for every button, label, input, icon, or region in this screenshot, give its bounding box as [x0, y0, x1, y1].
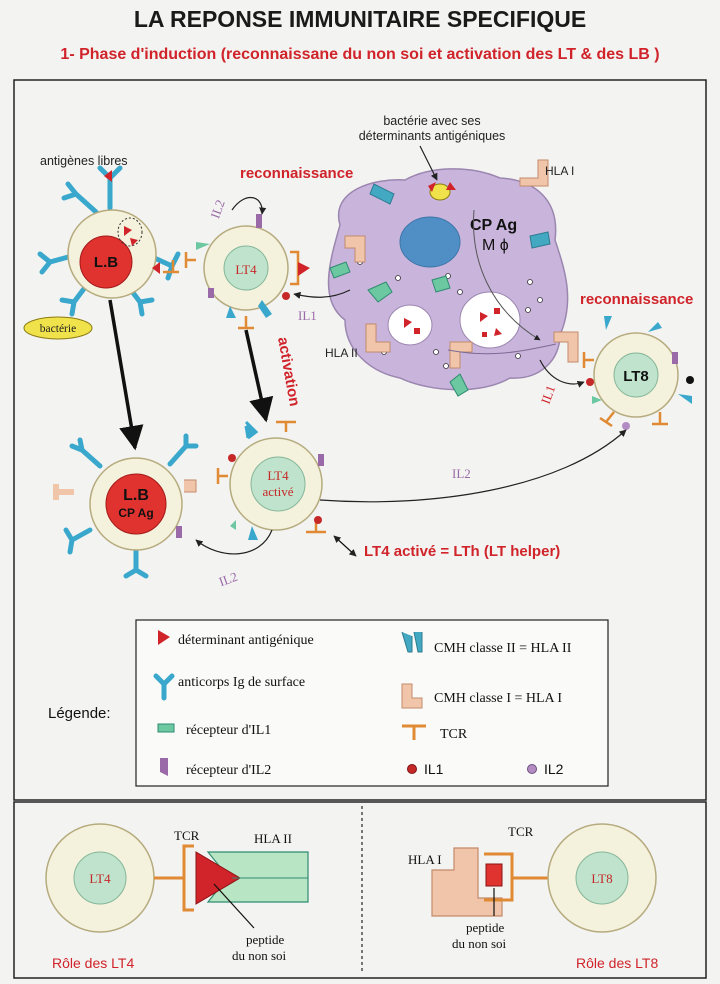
legend-hla2: CMH classe II = HLA II	[434, 641, 572, 656]
il2-long-label: IL2	[452, 466, 471, 481]
il2-autocrine-arrow	[231, 197, 267, 215]
presentation-arrow	[447, 343, 557, 355]
macrophage-nucleus	[399, 216, 461, 268]
il2-dot-icon	[527, 764, 537, 774]
recognition-2: reconnaissance	[580, 291, 693, 308]
hla1-icon	[401, 683, 423, 709]
tcr-icon	[402, 724, 426, 740]
role-lt4-title: Rôle des LT4	[52, 955, 134, 971]
lt8-cell	[582, 316, 694, 430]
bacteria-note-2: déterminants antigéniques	[359, 129, 506, 143]
hla1-label: HLA I	[545, 164, 574, 178]
lb-cell	[37, 165, 181, 317]
il2-bottom-label: IL2	[217, 569, 240, 590]
legend-il1: IL1	[424, 761, 444, 777]
role-hla2: HLA II	[254, 831, 292, 846]
legend-il2: IL2	[544, 761, 564, 777]
role-tcr-left: TCR	[174, 828, 200, 843]
bacteria-note-1: bactérie avec ses	[383, 114, 480, 128]
lb-cpag-label-1: L.B	[123, 487, 149, 504]
il1-dot-icon	[407, 764, 417, 774]
lth-double-arrow	[333, 535, 357, 557]
legend-antibody: anticorps Ig de surface	[178, 675, 305, 690]
role-lt8-cell-label: LT8	[591, 871, 612, 886]
lth-label: LT4 activé = LTh (LT helper)	[364, 543, 560, 560]
legend-tcr: TCR	[440, 727, 468, 742]
il2-top-label: IL2	[207, 198, 228, 221]
diagram-frame	[13, 79, 707, 801]
recognition-1: reconnaissance	[240, 165, 353, 182]
lt4-active-cell	[216, 420, 326, 540]
antigen-processing-arrow	[473, 209, 541, 341]
bacteria-note-arrow	[419, 145, 438, 181]
il2-to-lb-arrow	[195, 529, 273, 555]
macrophage	[327, 159, 579, 397]
page-title: LA REPONSE IMMUNITAIRE SPECIFIQUE	[133, 6, 587, 32]
legend-box	[135, 619, 609, 787]
lt4-cell	[184, 214, 310, 330]
legend-il2-receptor: récepteur d'IL2	[186, 763, 271, 778]
lb-activation-arrow	[108, 299, 144, 451]
role-hla1: HLA I	[408, 852, 442, 867]
triangle-icon	[158, 630, 170, 645]
il1-to-lt4-arrow	[293, 289, 351, 299]
lb-cpag-label-2: CP Ag	[118, 506, 153, 520]
il1-mid-label: IL1	[298, 308, 317, 323]
lb-cpag-cell	[53, 433, 199, 579]
lt4-active-label-1: LT4	[267, 468, 289, 483]
phagosome-1	[387, 304, 433, 346]
legend-determinant: déterminant antigénique	[178, 633, 314, 648]
role-peptide-right-1: peptide	[466, 920, 504, 935]
legend-il1-receptor: récepteur d'IL1	[186, 723, 271, 738]
bacterium-free	[23, 316, 93, 340]
lt4-activation-arrow	[244, 329, 274, 423]
il2-to-lt8-arrow	[319, 429, 627, 503]
page-subtitle: 1- Phase d'induction (reconnaissane du n…	[60, 46, 660, 63]
lb-label: L.B	[94, 254, 118, 271]
hla2-label: HLA II	[325, 346, 358, 360]
role-lt8-diagram	[431, 823, 657, 933]
legend-hla1: CMH classe I = HLA I	[434, 691, 562, 706]
bacteria-label: bactérie	[40, 323, 76, 335]
bacterium-on-macrophage	[429, 183, 451, 201]
lt4-label: LT4	[235, 262, 257, 277]
legend-title: Légende:	[48, 705, 111, 722]
lt8-label: LT8	[623, 368, 649, 385]
il2-receptor-icon	[160, 758, 168, 776]
lt4-active-label-2: activé	[262, 484, 293, 499]
cpag-label: CP Ag	[470, 217, 517, 234]
phagosome-2	[459, 291, 521, 349]
il1-to-lt8-arrow	[539, 359, 585, 388]
role-peptide-right-2: du non soi	[452, 936, 507, 951]
role-lt8-title: Rôle des LT8	[576, 955, 658, 971]
role-tcr-right: TCR	[508, 824, 534, 839]
role-lt4-cell-label: LT4	[89, 871, 111, 886]
il1-right-label: IL1	[538, 383, 559, 406]
hla2-icon	[401, 631, 423, 653]
free-antigens-label: antigènes libres	[40, 154, 128, 168]
antibody-icon	[153, 673, 175, 701]
roles-frame	[13, 801, 707, 979]
role-peptide-left-1: peptide	[246, 932, 284, 947]
activation-label: activation	[274, 336, 303, 408]
mphi-label: M ϕ	[482, 237, 509, 254]
macrophage-body	[327, 168, 569, 391]
il1-receptor-icon	[157, 723, 175, 733]
role-lt4-diagram	[45, 823, 309, 933]
role-peptide-left-2: du non soi	[232, 948, 287, 963]
